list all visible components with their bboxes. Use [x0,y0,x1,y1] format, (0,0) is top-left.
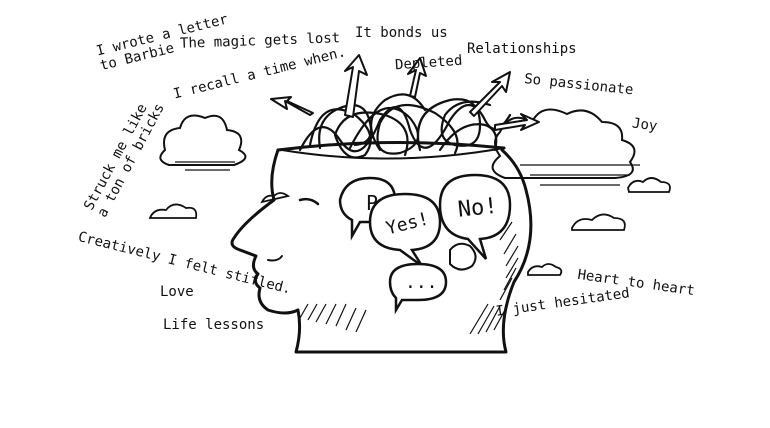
cloud-small-right [527,177,671,276]
tangled-thoughts [298,93,512,159]
cloud-left [159,114,247,171]
bubble-no-text: No! [457,194,499,223]
bubbles [338,173,512,315]
head-hatching [299,221,519,335]
bubble-dots-text: ... [405,272,438,293]
bubble-no [438,173,512,260]
bubble-dots [388,262,448,315]
phrase-love: Love [160,284,194,300]
phrase-life-lessons: Life lessons [163,317,265,333]
arrows [270,54,540,131]
head-profile [230,140,533,354]
bubble-yes [368,192,442,268]
cloud-right [491,108,640,186]
phrase-relationships: Relationships [467,41,577,57]
phrase-bonds: It bonds us [355,25,448,41]
bubble-p-text: P [366,191,378,215]
phrase-joy: Joy [631,115,659,135]
